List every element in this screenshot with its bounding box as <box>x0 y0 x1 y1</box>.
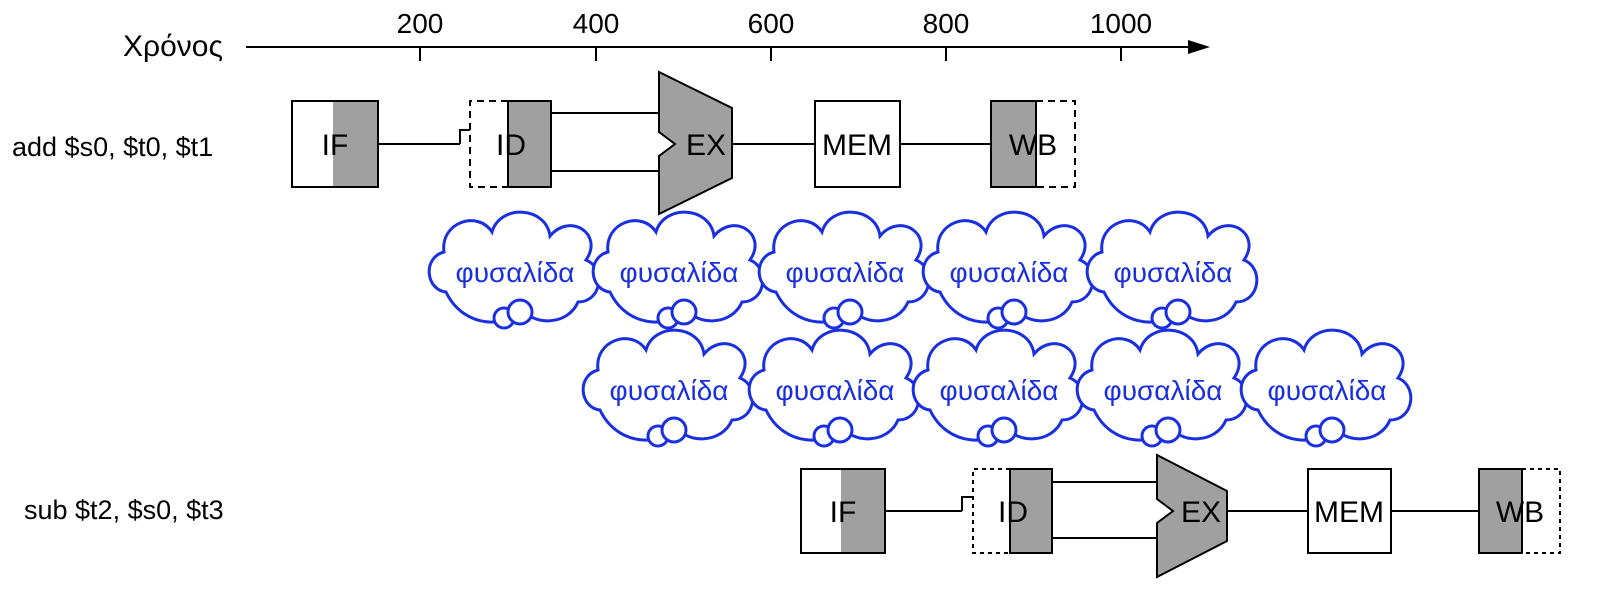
svg-text:φυσαλίδα: φυσαλίδα <box>620 257 739 288</box>
stage-wb: WB <box>1478 468 1561 554</box>
axis-arrowhead <box>1188 40 1210 54</box>
axis-label: Χρόνος <box>123 30 223 63</box>
stage-label: ID <box>998 496 1028 529</box>
stage-label: EX <box>686 129 726 162</box>
stage-wb: WB <box>990 100 1076 188</box>
bubble: φυσαλίδα <box>911 328 1085 448</box>
stage-label: IF <box>830 496 857 529</box>
stage-ex: EX <box>1156 453 1228 579</box>
svg-text:φυσαλίδα: φυσαλίδα <box>1114 257 1233 288</box>
svg-text:φυσαλίδα: φυσαλίδα <box>610 375 729 406</box>
stage-label: WB <box>1009 129 1057 162</box>
instruction-label: sub $t2, $s0, $t3 <box>24 495 224 525</box>
bubble: φυσαλίδα <box>757 210 931 330</box>
bubble: φυσαλίδα <box>1239 328 1413 448</box>
svg-text:φυσαλίδα: φυσαλίδα <box>456 257 575 288</box>
time-axis: Χρόνος 200 400 600 800 1000 <box>123 8 1210 63</box>
stage-mem: MEM <box>1307 468 1392 554</box>
bubble: φυσαλίδα <box>921 210 1095 330</box>
stage-label: EX <box>1181 496 1221 529</box>
svg-text:φυσαλίδα: φυσαλίδα <box>950 257 1069 288</box>
tick-label: 400 <box>573 8 620 39</box>
tick-label: 600 <box>748 8 795 39</box>
stage-if: IF <box>291 100 379 188</box>
stage-id: ID <box>972 468 1053 554</box>
bubble-row: φυσαλίδα φυσαλίδα φυσαλίδα φυσαλίδα φυσα… <box>581 328 1413 448</box>
instruction-row-add: add $s0, $t0, $t1 IF ID EX MEM <box>12 70 1076 216</box>
bubble: φυσαλίδα <box>1085 210 1259 330</box>
pipe-connector <box>961 496 973 511</box>
bubble: φυσαλίδα <box>1075 328 1249 448</box>
bubble-row: φυσαλίδα φυσαλίδα φυσαλίδα φυσαλίδα φυσα… <box>427 210 1259 330</box>
tick-label: 1000 <box>1090 8 1152 39</box>
instruction-row-sub: sub $t2, $s0, $t3 IF ID EX MEM <box>24 453 1561 579</box>
instruction-label: add $s0, $t0, $t1 <box>12 132 213 162</box>
tick-label: 200 <box>397 8 444 39</box>
stage-label: MEM <box>1314 496 1384 529</box>
svg-text:φυσαλίδα: φυσαλίδα <box>1268 375 1387 406</box>
stage-label: ID <box>496 129 526 162</box>
bubble: φυσαλίδα <box>581 328 755 448</box>
stage-if: IF <box>800 468 886 554</box>
stage-label: WB <box>1496 496 1544 529</box>
svg-text:φυσαλίδα: φυσαλίδα <box>786 257 905 288</box>
svg-text:φυσαλίδα: φυσαλίδα <box>940 375 1059 406</box>
tick-label: 800 <box>923 8 970 39</box>
stage-mem: MEM <box>814 100 901 188</box>
stage-label: MEM <box>822 129 892 162</box>
bubble: φυσαλίδα <box>427 210 601 330</box>
bubble: φυσαλίδα <box>591 210 765 330</box>
bubble: φυσαλίδα <box>747 328 921 448</box>
svg-text:φυσαλίδα: φυσαλίδα <box>1104 375 1223 406</box>
pipe-connector <box>459 129 470 144</box>
svg-text:φυσαλίδα: φυσαλίδα <box>776 375 895 406</box>
stage-label: IF <box>322 129 349 162</box>
stage-id: ID <box>469 100 552 188</box>
stage-ex: EX <box>658 70 733 216</box>
